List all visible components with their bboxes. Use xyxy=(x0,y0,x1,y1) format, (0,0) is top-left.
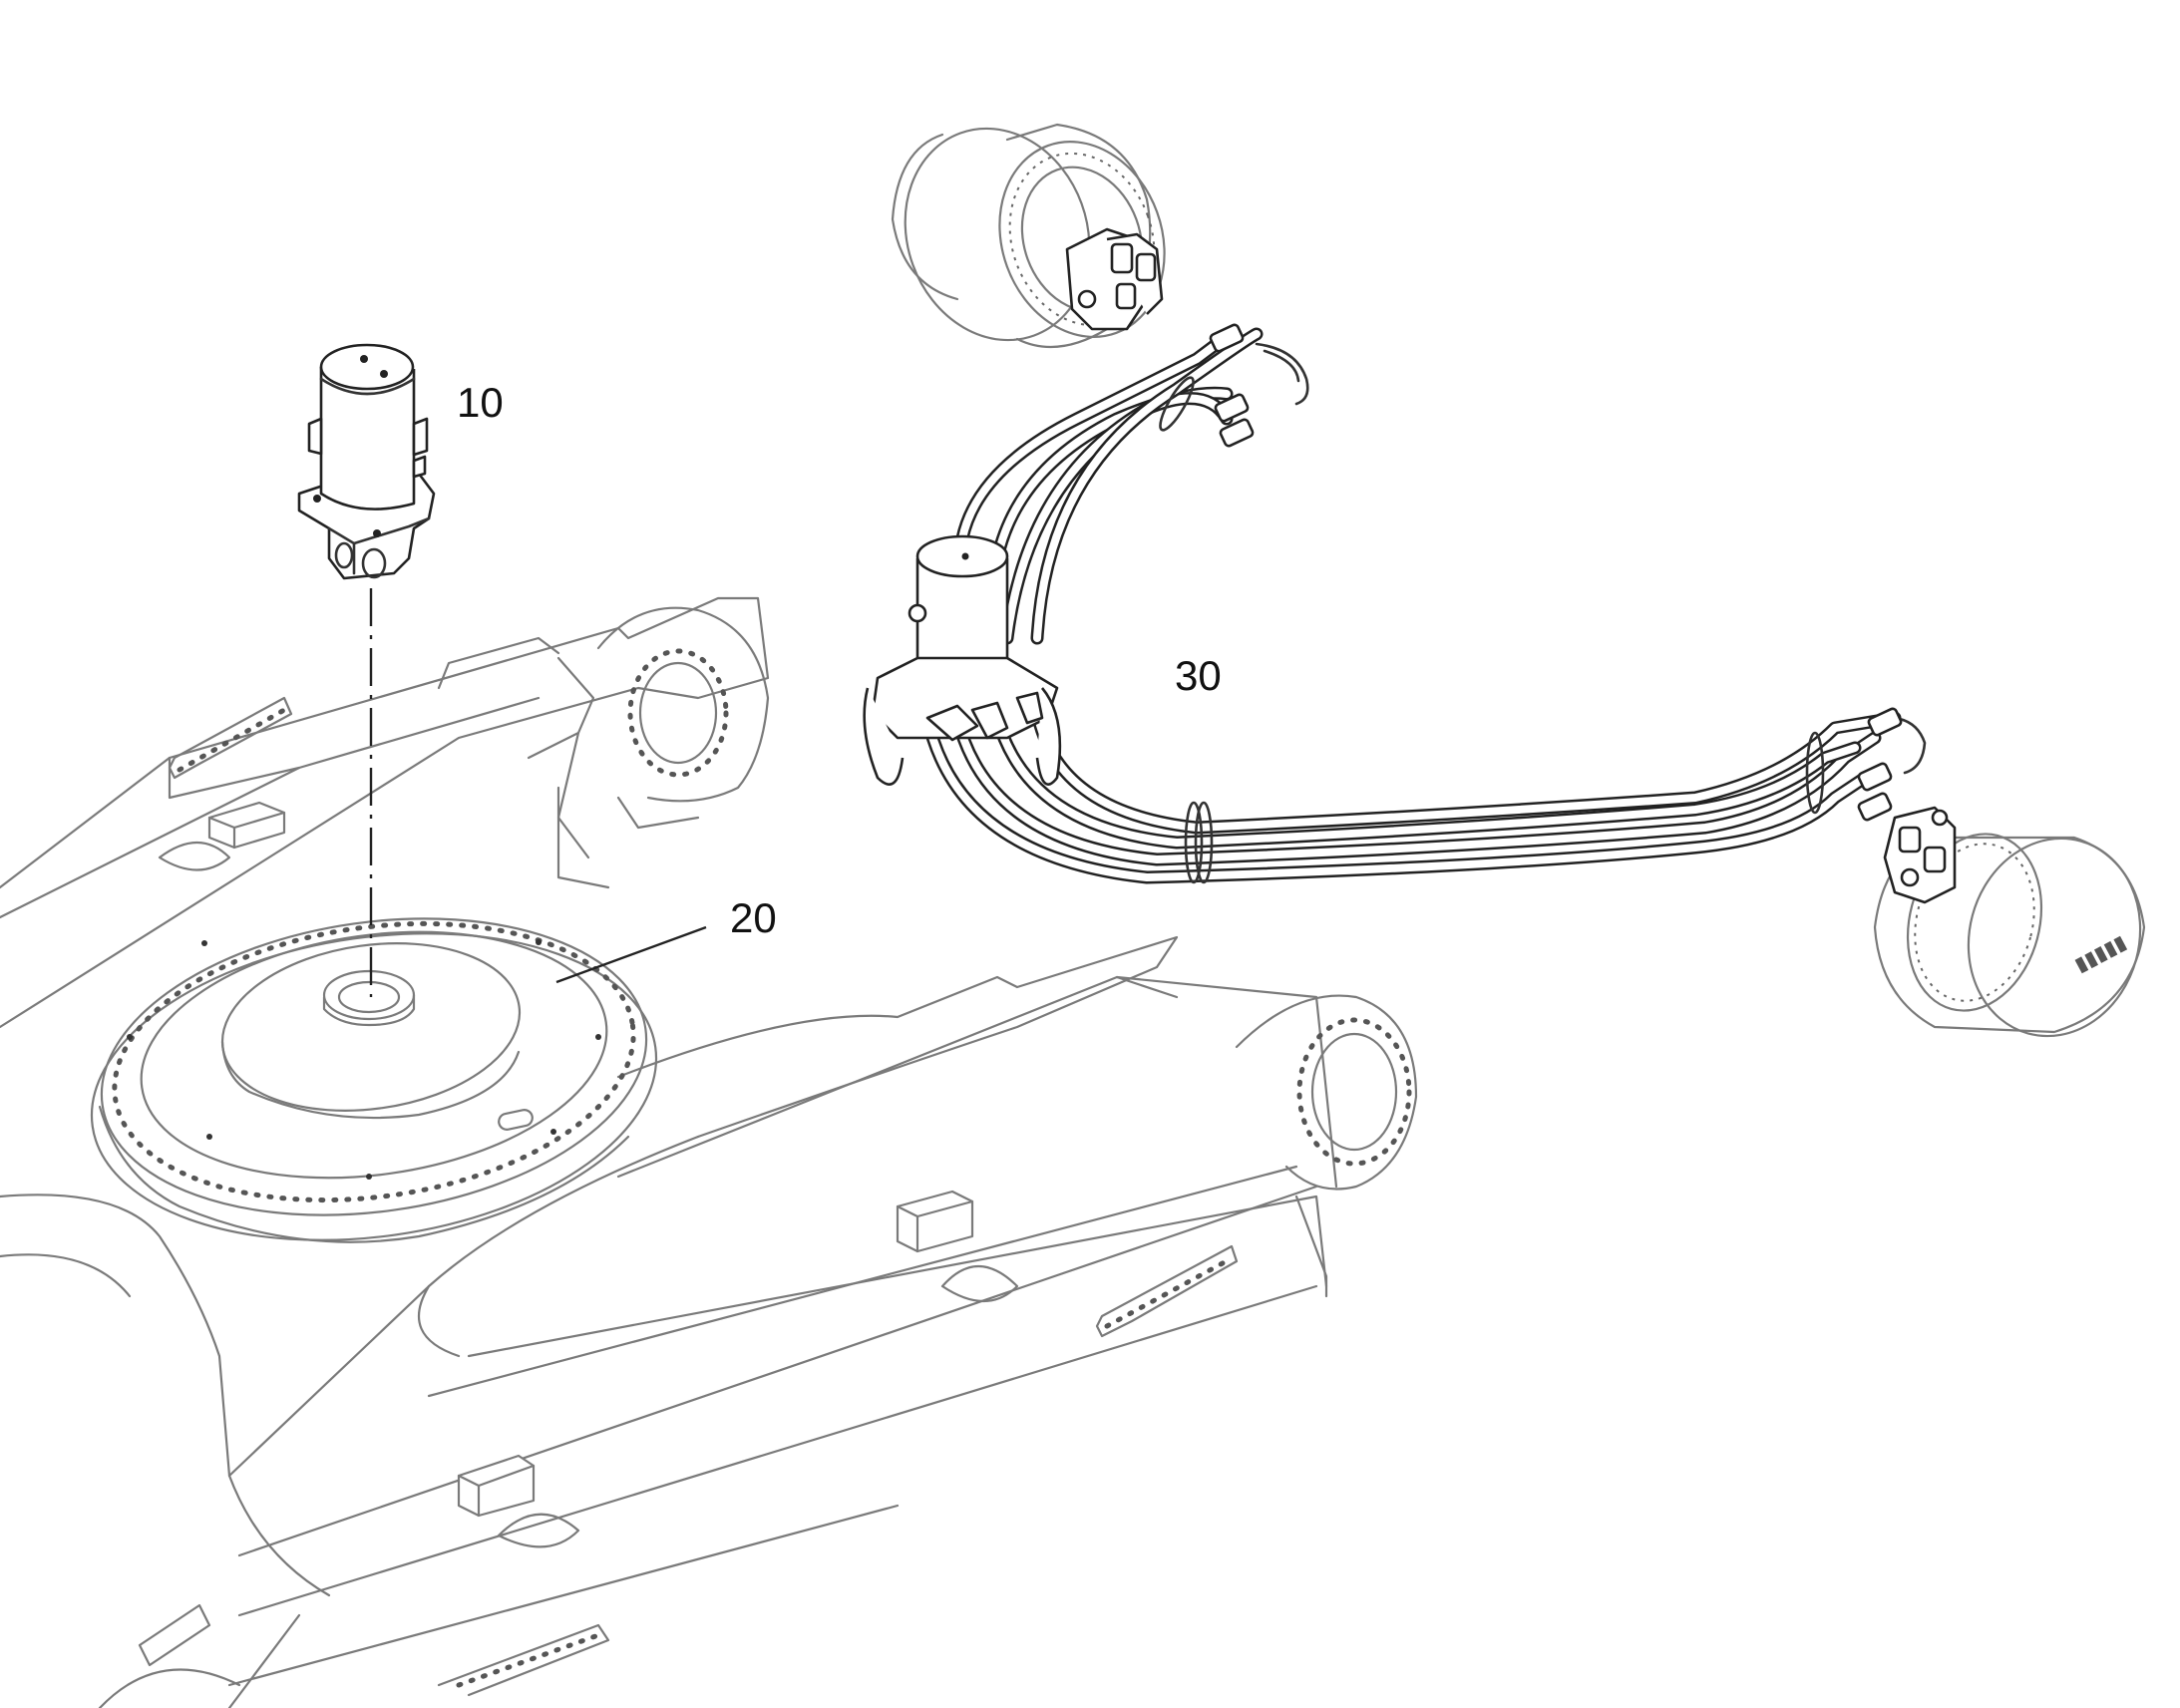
undercarriage-frame xyxy=(0,596,1418,1708)
leader-20 xyxy=(555,925,707,984)
callout-10: 10 xyxy=(457,379,504,426)
swivel-joint xyxy=(297,343,436,580)
callout-30: 30 xyxy=(1175,652,1222,699)
travel-motor-top xyxy=(891,123,1166,349)
callout-20: 20 xyxy=(730,894,777,941)
travel-motor-right: ▮▮▮▮▮ xyxy=(1873,806,2146,1038)
travel-hose-assembly xyxy=(863,323,1927,884)
slewing-ring xyxy=(90,917,658,1243)
svg-text:▮▮▮▮▮: ▮▮▮▮▮ xyxy=(2071,931,2130,976)
